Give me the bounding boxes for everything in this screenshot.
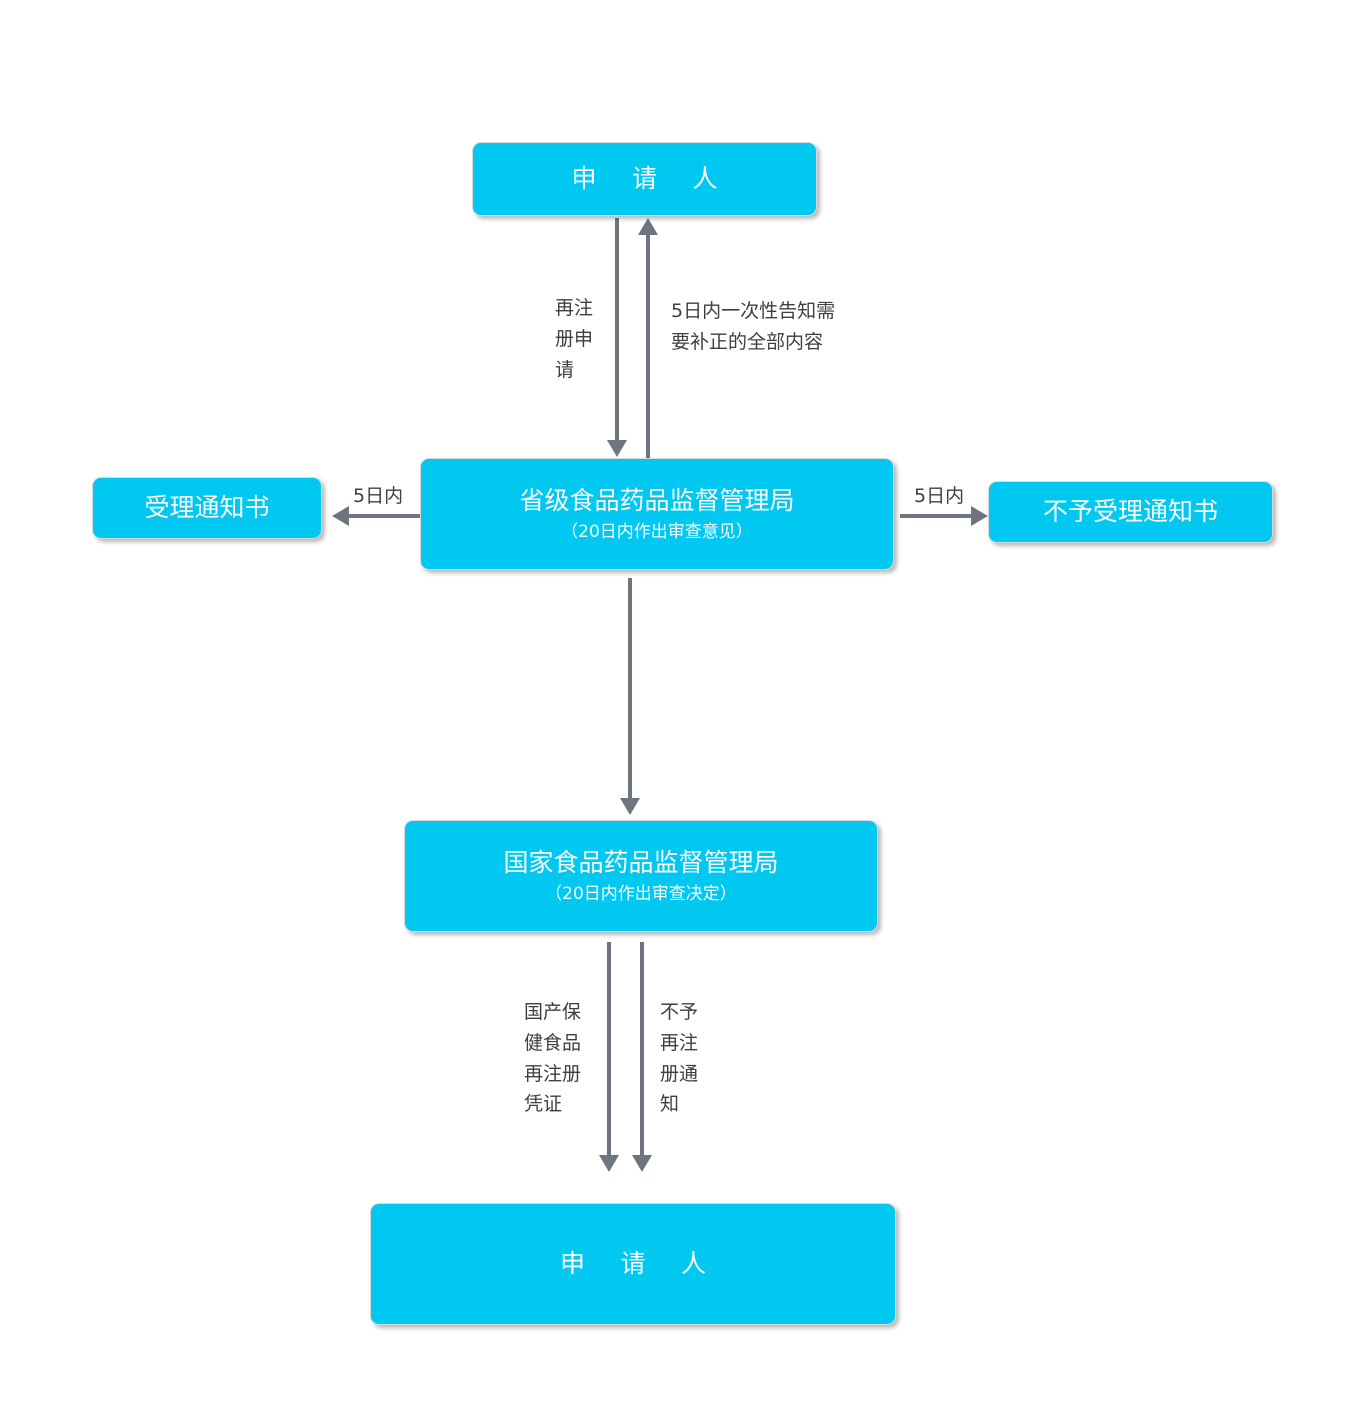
edge-reapplication-line bbox=[615, 218, 619, 442]
node-provincial-bureau-subtitle: （20日内作出审查意见） bbox=[561, 521, 753, 542]
node-rejection-notice[interactable]: 不予受理通知书 bbox=[988, 481, 1273, 543]
node-applicant-top[interactable]: 申 请 人 bbox=[472, 142, 817, 216]
edge-domestic-certificate-arrowhead bbox=[599, 1155, 619, 1172]
edge-label-accept-days: 5日内 bbox=[353, 485, 404, 507]
node-applicant-bottom-title: 申 请 人 bbox=[560, 1249, 720, 1279]
edge-to-national-arrowhead bbox=[620, 798, 640, 815]
edge-supplement-arrowhead bbox=[638, 218, 658, 235]
edge-label-supplement-notice: 5日内一次性告知需 要补正的全部内容 bbox=[671, 300, 836, 353]
node-acceptance-notice[interactable]: 受理通知书 bbox=[92, 477, 322, 539]
edge-accept-line bbox=[349, 514, 421, 518]
edge-label-reject-days: 5日内 bbox=[914, 485, 965, 507]
edge-reapplication-arrowhead bbox=[607, 440, 627, 457]
edge-reject-line bbox=[900, 514, 973, 518]
edge-to-national-line bbox=[628, 578, 632, 800]
edge-reject-arrowhead bbox=[971, 506, 988, 526]
node-applicant-bottom[interactable]: 申 请 人 bbox=[370, 1203, 896, 1325]
edge-label-domestic-certificate: 国产保 健食品 再注册 凭证 bbox=[524, 1001, 582, 1116]
edge-accept-arrowhead bbox=[332, 506, 349, 526]
node-provincial-bureau-title: 省级食品药品监督管理局 bbox=[519, 486, 795, 516]
node-rejection-notice-title: 不予受理通知书 bbox=[1042, 497, 1218, 527]
edge-refusal-notice-line bbox=[640, 942, 644, 1157]
node-acceptance-notice-title: 受理通知书 bbox=[144, 493, 270, 523]
node-provincial-bureau[interactable]: 省级食品药品监督管理局 （20日内作出审查意见） bbox=[420, 458, 894, 570]
node-applicant-top-title: 申 请 人 bbox=[571, 164, 732, 194]
node-national-bureau-subtitle: （20日内作出审查决定） bbox=[545, 883, 737, 904]
edge-supplement-line bbox=[646, 235, 650, 460]
node-national-bureau-title: 国家食品药品监督管理局 bbox=[503, 848, 779, 878]
edge-label-refusal-notice: 不予 再注 册通 知 bbox=[660, 1001, 699, 1116]
node-national-bureau[interactable]: 国家食品药品监督管理局 （20日内作出审查决定） bbox=[404, 820, 878, 932]
edge-label-reapplication: 再注 册申 请 bbox=[555, 297, 594, 381]
edge-refusal-notice-arrowhead bbox=[632, 1155, 652, 1172]
edge-domestic-certificate-line bbox=[607, 942, 611, 1157]
